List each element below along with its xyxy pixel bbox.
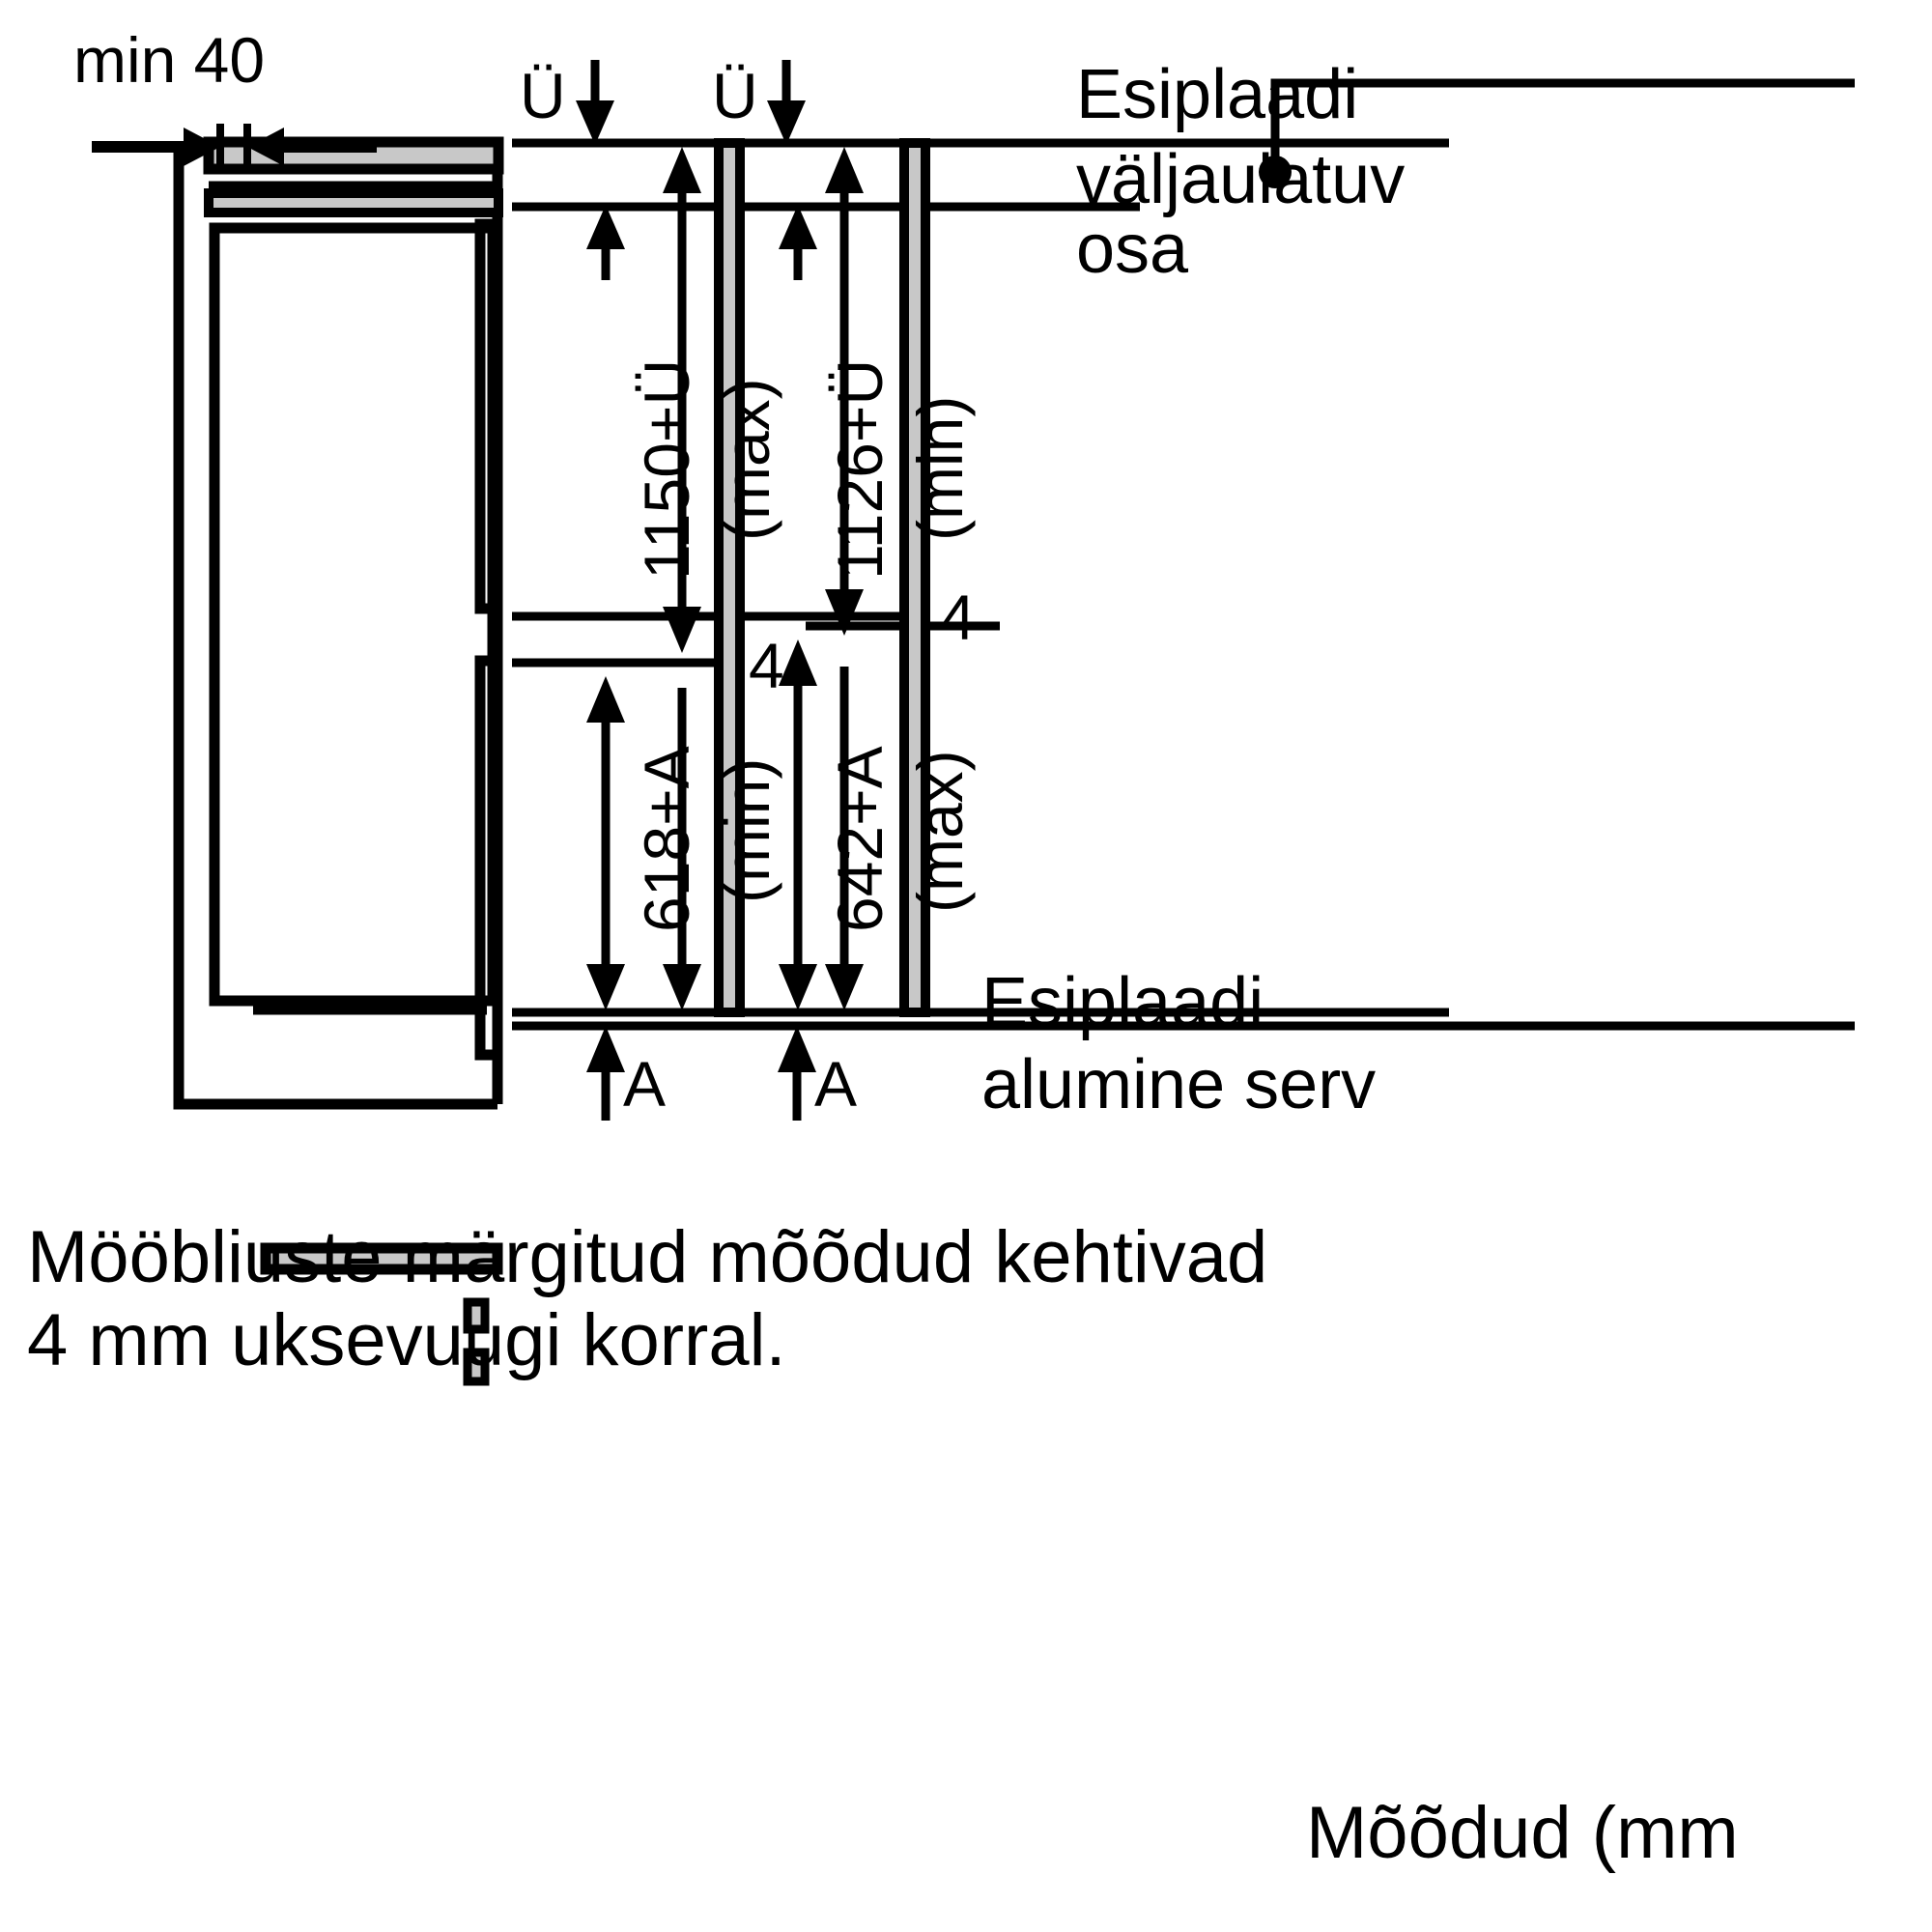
dim-qualifier-1126: (min) bbox=[904, 395, 976, 541]
dim-1150-arrow bbox=[586, 147, 701, 653]
dim-label-642: 642+A bbox=[824, 746, 895, 932]
overlap-arrow-left bbox=[576, 60, 614, 145]
dim-qualifier-1150: (max) bbox=[711, 378, 782, 541]
front-panel-bottom-line1: Esiplaadi bbox=[981, 964, 1264, 1041]
front-panel-protrusion-line3: osa bbox=[1076, 211, 1189, 288]
front-panel-protrusion-line1: Esiplaadi bbox=[1076, 56, 1359, 133]
dim-qualifier-642: (max) bbox=[904, 750, 976, 913]
gap-label-right: 4 bbox=[940, 582, 976, 653]
dim-label-1126: 1126+Ü bbox=[824, 358, 895, 580]
dim-618-arrow bbox=[586, 676, 701, 1010]
base-label-right: A bbox=[814, 1048, 858, 1120]
base-label-left: A bbox=[623, 1048, 667, 1120]
dim-qualifier-618: (min) bbox=[711, 757, 782, 903]
reference-lines bbox=[512, 78, 1855, 1031]
front-panel-protrusion-line2: väljaulatuv bbox=[1076, 141, 1406, 218]
door-panels bbox=[714, 138, 930, 1017]
base-arrow-right bbox=[778, 1026, 816, 1121]
note-line-2: 4 mm uksevuugi korral. bbox=[27, 1299, 786, 1381]
dim-642-arrow bbox=[779, 639, 864, 1010]
appliance-outline bbox=[173, 136, 504, 1386]
dim-label-1150: 1150+Ü bbox=[631, 358, 702, 580]
base-arrow-left bbox=[586, 1026, 625, 1121]
overlap-arrow-right bbox=[767, 60, 806, 145]
dim-1126-arrow bbox=[779, 147, 864, 636]
min-gap-label: min 40 bbox=[73, 24, 266, 96]
units-label: Mõõdud (mm bbox=[1306, 1792, 1739, 1874]
front-panel-bottom-line2: alumine serv bbox=[981, 1046, 1377, 1123]
gap-label-middle: 4 bbox=[749, 630, 784, 701]
note-line-1: Mööbliuste märgitud mõõdud kehtivad bbox=[27, 1216, 1268, 1298]
min40-dimension bbox=[92, 124, 377, 170]
overlap-label-right: Ü bbox=[712, 60, 758, 131]
dim-label-618: 618+A bbox=[631, 746, 702, 932]
overlap-label-left: Ü bbox=[520, 60, 566, 131]
